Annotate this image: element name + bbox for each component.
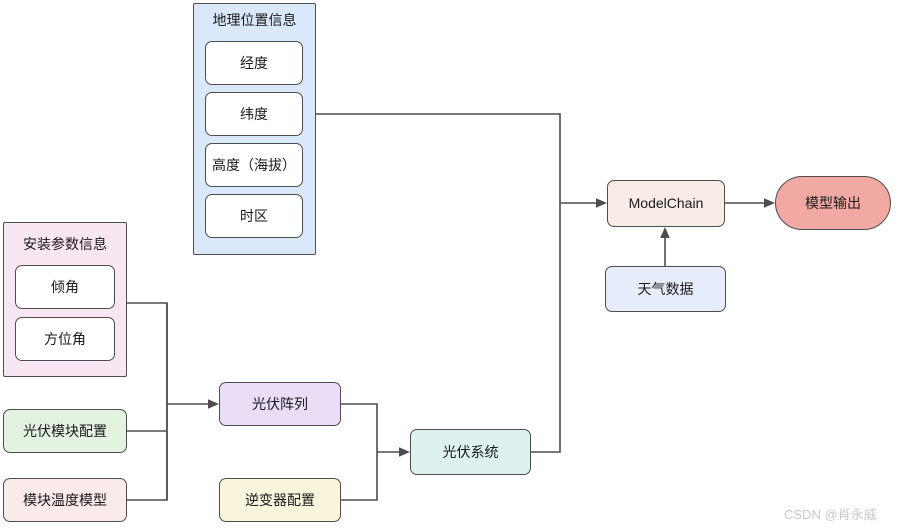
arrowhead-pvsystem xyxy=(399,447,410,457)
node-azimuth-angle[interactable]: 方位角 xyxy=(15,317,115,361)
node-latitude[interactable]: 纬度 xyxy=(205,92,303,136)
arrowhead-weather xyxy=(660,227,670,238)
edge-pvarray-to-bus xyxy=(341,403,378,452)
arrowhead-modelchain xyxy=(596,198,607,208)
node-altitude[interactable]: 高度（海拔） xyxy=(205,143,303,187)
node-model-chain[interactable]: ModelChain xyxy=(607,180,725,227)
edge-pvsystem-to-modelchain xyxy=(531,203,561,453)
arrowhead-output xyxy=(764,198,775,208)
edge-geo-to-modelchain xyxy=(316,113,600,204)
arrowhead-pvarray xyxy=(208,399,219,409)
node-longitude[interactable]: 经度 xyxy=(205,41,303,85)
edge-install-to-bus xyxy=(127,302,168,430)
node-pv-system[interactable]: 光伏系统 xyxy=(410,429,531,475)
edge-inverter-to-bus xyxy=(341,452,378,501)
node-pv-module-config[interactable]: 光伏模块配置 xyxy=(3,409,127,453)
node-pv-array[interactable]: 光伏阵列 xyxy=(219,382,341,426)
node-inverter-config[interactable]: 逆变器配置 xyxy=(219,478,341,522)
group-geographic-info-title: 地理位置信息 xyxy=(212,12,297,28)
node-weather-data[interactable]: 天气数据 xyxy=(605,266,726,312)
edge-tempmodel-to-bus xyxy=(127,431,168,501)
group-installation-params-title: 安装参数信息 xyxy=(23,236,107,252)
watermark: CSDN @肖永威 xyxy=(784,507,877,522)
node-tilt-angle[interactable]: 倾角 xyxy=(15,265,115,309)
node-model-output[interactable]: 模型输出 xyxy=(775,176,891,230)
node-module-temp-model[interactable]: 模块温度模型 xyxy=(3,478,127,522)
node-timezone[interactable]: 时区 xyxy=(205,194,303,238)
